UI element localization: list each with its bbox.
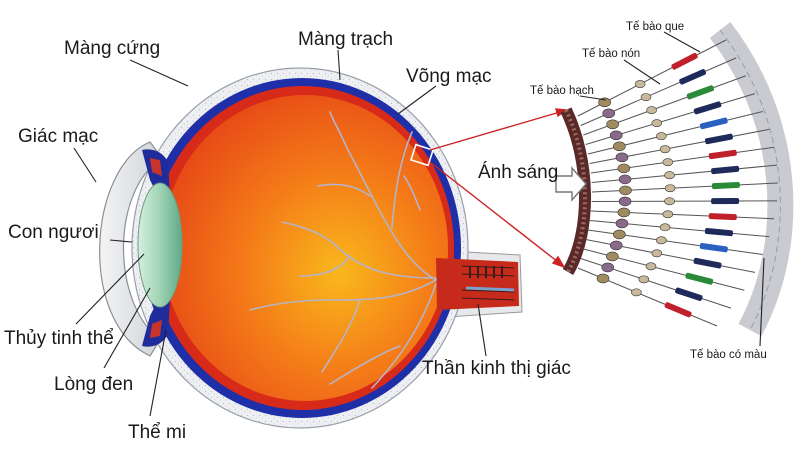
photoreceptor-row — [580, 258, 732, 309]
photoreceptor-row — [589, 218, 770, 238]
photoreceptor-row — [583, 248, 745, 291]
label-iris: Lòng đen — [54, 374, 133, 395]
photoreceptor-row — [591, 164, 778, 185]
label-choroid: Màng trạch — [298, 29, 393, 50]
photoreceptor-row — [577, 267, 718, 327]
optic-nerve-fibers — [461, 265, 515, 301]
photoreceptor-row — [587, 111, 763, 155]
photoreceptor-row — [585, 93, 756, 145]
label-retina: Võng mạc — [406, 66, 492, 87]
photoreceptor-row — [589, 128, 770, 164]
label-sclera: Màng cứng — [64, 38, 160, 59]
label-rod-cells: Tế bào que — [626, 21, 684, 33]
leader-lines — [73, 31, 765, 417]
pigment-epithelium — [709, 22, 794, 337]
vitreous-body — [162, 95, 448, 401]
label-pupil: Con ngươi — [8, 222, 99, 243]
light-arrow-icon — [555, 166, 587, 202]
label-ganglion-cells: Tế bào hạch — [530, 85, 594, 97]
label-ciliary-body: Thể mi — [128, 422, 186, 443]
retina-zoom-box — [409, 143, 435, 167]
label-cornea: Giác mạc — [18, 126, 98, 147]
retina-cell-detail — [560, 22, 794, 337]
retina-labels: Tế bào que Tế bào nón Tế bào hạch Tế bào… — [530, 21, 767, 361]
photoreceptor-row — [587, 229, 763, 255]
zoom-arrows — [429, 108, 568, 269]
optic-nerve — [436, 258, 519, 310]
photoreceptor-row — [590, 146, 775, 174]
photoreceptor-row — [583, 75, 747, 136]
photoreceptor-row — [590, 207, 775, 221]
photoreceptor-row — [577, 39, 727, 117]
photoreceptor-row — [591, 196, 778, 207]
lens — [137, 182, 183, 308]
eye-labels: Màng cứng Màng trạch Võng mạc Giác mạc C… — [4, 29, 571, 443]
retinal-vessels — [249, 111, 437, 389]
eyeball — [99, 67, 523, 429]
photoreceptor-row — [580, 57, 737, 126]
photoreceptor-row — [585, 239, 755, 273]
label-light: Ánh sáng — [478, 162, 558, 183]
photoreceptor-row — [591, 181, 779, 196]
label-optic-nerve: Thần kinh thị giác — [422, 358, 571, 379]
cornea — [99, 141, 163, 357]
label-lens: Thủy tinh thể — [4, 328, 114, 349]
iris-lower — [142, 296, 170, 347]
label-cone-cells: Tế bào nón — [582, 48, 640, 60]
label-pigment-cells: Tế bào có màu — [690, 349, 767, 361]
photoreceptor-rows — [577, 39, 779, 327]
